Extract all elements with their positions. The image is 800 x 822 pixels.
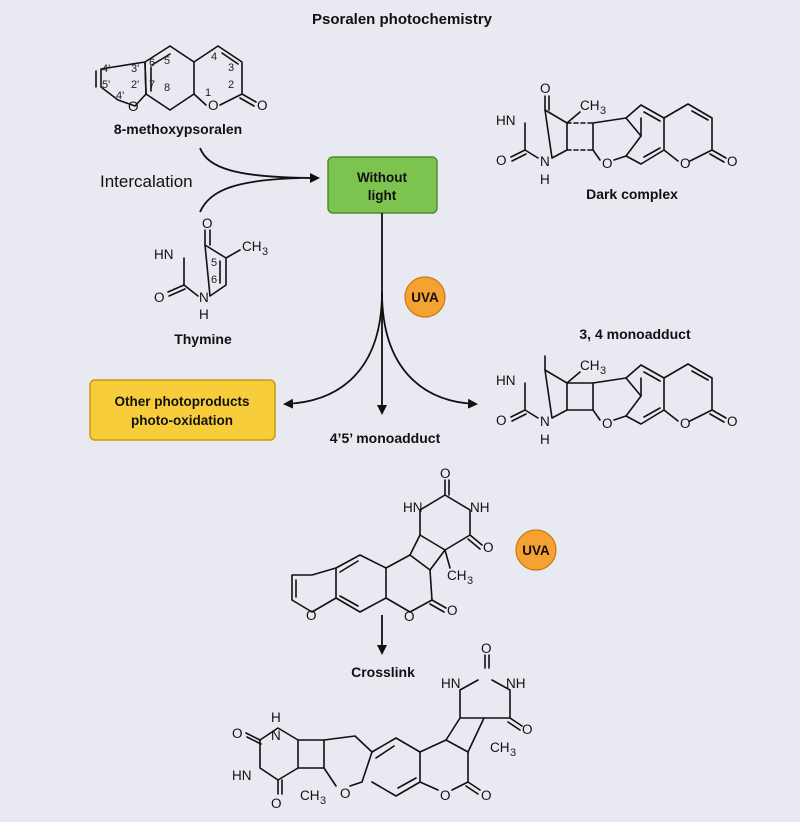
atom-number: 4' bbox=[102, 63, 110, 75]
dark-complex-structure: O CH 3 HN O N H O O O bbox=[496, 81, 738, 187]
without-light-line1: Without bbox=[357, 170, 408, 185]
other-photoproducts-box bbox=[89, 379, 276, 441]
methoxypsoralen-structure: O O O 4' 5' 3' 2' 4' 6 7 8 4 3 2 1 5 bbox=[95, 45, 268, 114]
uva-label: UVA bbox=[411, 290, 439, 305]
label-thymine: Thymine bbox=[174, 331, 232, 347]
atom-o: O bbox=[440, 466, 451, 481]
uva-label: UVA bbox=[522, 543, 550, 558]
atom-hn: HN bbox=[441, 676, 461, 691]
atom-number: 4 bbox=[211, 51, 217, 63]
atom-hn: HN bbox=[496, 113, 516, 128]
atom-o: O bbox=[481, 788, 492, 803]
subscript-3: 3 bbox=[600, 105, 606, 117]
atom-o: O bbox=[496, 153, 507, 168]
atom-number: 3 bbox=[228, 62, 234, 74]
monoadduct-45-structure: O HN NH O CH 3 O O O bbox=[291, 466, 494, 624]
atom-o: O bbox=[727, 154, 738, 169]
arrow-3-4-monoadduct bbox=[381, 291, 478, 409]
atom-number: 5' bbox=[102, 79, 110, 91]
atom-ch3: CH bbox=[580, 358, 600, 373]
intercalation-arrow-bottom bbox=[199, 177, 301, 213]
without-light-box bbox=[327, 156, 438, 214]
label-8-methoxypsoralen: 8-methoxypsoralen bbox=[114, 121, 242, 137]
atom-o: O bbox=[340, 786, 351, 801]
atom-hn: HN bbox=[496, 373, 516, 388]
atom-o: O bbox=[128, 99, 139, 114]
atom-hn: HN bbox=[403, 500, 423, 515]
atom-n: N bbox=[271, 728, 281, 743]
label-crosslink: Crosslink bbox=[351, 664, 415, 680]
atom-o: O bbox=[306, 608, 317, 623]
atom-hn: HN bbox=[154, 247, 174, 262]
atom-o: O bbox=[496, 413, 507, 428]
monoadduct-34-structure: CH 3 HN O N H O O O bbox=[496, 355, 738, 447]
atom-o: O bbox=[540, 81, 551, 96]
atom-o: O bbox=[404, 609, 415, 624]
subscript-3: 3 bbox=[600, 365, 606, 377]
atom-n: N bbox=[540, 414, 550, 429]
atom-ch3: CH bbox=[300, 788, 320, 803]
atom-h: H bbox=[540, 172, 550, 187]
atom-o: O bbox=[522, 722, 533, 737]
label-3-4-monoadduct: 3, 4 monoadduct bbox=[579, 326, 691, 342]
atom-number: 7 bbox=[149, 79, 155, 91]
other-photoproducts-line1: Other photoproducts bbox=[115, 394, 250, 409]
atom-o: O bbox=[257, 98, 268, 113]
atom-o: O bbox=[154, 290, 165, 305]
subscript-3: 3 bbox=[262, 246, 268, 258]
subscript-3: 3 bbox=[320, 795, 326, 807]
atom-o: O bbox=[602, 416, 613, 431]
atom-number: 6 bbox=[149, 57, 155, 69]
atom-number: 2 bbox=[228, 79, 234, 91]
atom-n: N bbox=[199, 290, 209, 305]
arrow-other-photoproducts bbox=[283, 291, 383, 409]
atom-number: 4' bbox=[116, 90, 124, 102]
atom-number: 5 bbox=[164, 55, 170, 67]
atom-nh: NH bbox=[506, 676, 526, 691]
atom-number: 8 bbox=[164, 82, 170, 94]
atom-o: O bbox=[208, 98, 219, 113]
atom-ch3: CH bbox=[490, 740, 510, 755]
uva-badge bbox=[404, 276, 446, 318]
atom-h: H bbox=[199, 307, 209, 322]
atom-o: O bbox=[202, 216, 213, 231]
label-dark-complex: Dark complex bbox=[586, 186, 678, 202]
atom-nh: NH bbox=[470, 500, 490, 515]
atom-number: 3' bbox=[131, 63, 139, 75]
label-4-5-monoadduct: 4’5’ monoadduct bbox=[330, 430, 441, 446]
without-light-line2: light bbox=[368, 188, 397, 203]
atom-o: O bbox=[232, 726, 243, 741]
atom-h: H bbox=[540, 432, 550, 447]
atom-ch3: CH bbox=[580, 98, 600, 113]
atom-o: O bbox=[481, 641, 492, 656]
diagram-title: Psoralen photochemistry bbox=[312, 11, 493, 28]
atom-n: N bbox=[540, 154, 550, 169]
atom-ch3: CH bbox=[242, 239, 262, 254]
atom-o: O bbox=[680, 416, 691, 431]
atom-o: O bbox=[680, 156, 691, 171]
other-photoproducts-line2: photo-oxidation bbox=[131, 413, 233, 428]
subscript-3: 3 bbox=[510, 747, 516, 759]
atom-o: O bbox=[440, 788, 451, 803]
atom-h: H bbox=[271, 710, 281, 725]
atom-o: O bbox=[271, 796, 282, 811]
atom-hn: HN bbox=[232, 768, 252, 783]
atom-number: 1 bbox=[205, 87, 211, 99]
subscript-3: 3 bbox=[467, 575, 473, 587]
atom-o: O bbox=[447, 603, 458, 618]
intercalation-arrow-top bbox=[199, 147, 320, 183]
atom-number: 5 bbox=[211, 257, 217, 269]
atom-number: 2' bbox=[131, 79, 139, 91]
label-intercalation: Intercalation bbox=[100, 172, 193, 191]
thymine-structure: O HN CH 3 O N H 5 6 bbox=[154, 216, 268, 322]
atom-ch3: CH bbox=[447, 568, 467, 583]
atom-number: 6 bbox=[211, 274, 217, 286]
atom-o: O bbox=[483, 540, 494, 555]
crosslink-structure: H N O HN O CH 3 O O O O HN NH O CH 3 bbox=[232, 641, 533, 811]
uva-badge bbox=[515, 529, 557, 571]
atom-o: O bbox=[602, 156, 613, 171]
atom-o: O bbox=[727, 414, 738, 429]
